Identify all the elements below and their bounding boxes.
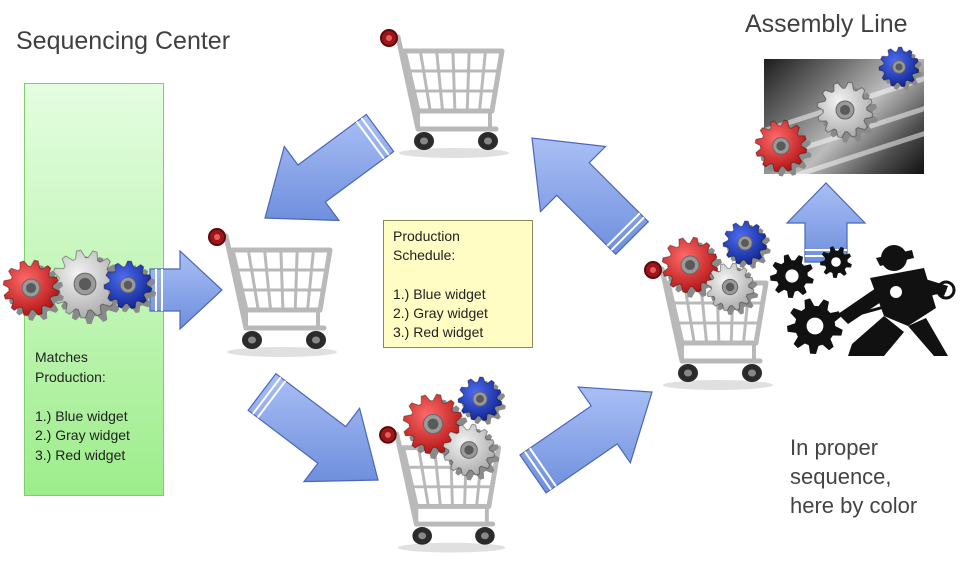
gear-icon-blue-assembly: [878, 46, 923, 91]
production-schedule-text: Production Schedule: 1.) Blue widget 2.)…: [393, 228, 488, 341]
gear-icon-black-3: [787, 298, 843, 354]
gear-icon-gray-right-cart: [705, 262, 759, 316]
gear-icon-blue-bottom-cart: [457, 376, 506, 425]
gear-icon-blue-right-cart: [722, 220, 771, 269]
gear-icon-black-1: [770, 254, 814, 298]
gear-icon-gray-assembly: [816, 81, 878, 143]
matches-production-text: Matches Production: 1.) Blue widget 2.) …: [35, 349, 130, 463]
sequence-note: In proper sequence, here by color: [790, 435, 918, 518]
arrow-left-to-bottom: [247, 372, 379, 483]
shopping-cart-icon-left: [208, 228, 337, 357]
shopping-cart-icon-top: [380, 29, 509, 158]
arrow-right-to-top: [531, 137, 650, 256]
assembly-line-title: Assembly Line: [745, 10, 908, 38]
sequencing-center-title: Sequencing Center: [16, 27, 231, 55]
arrow-bottom-to-right: [519, 386, 653, 494]
gear-icon-red-assembly: [754, 119, 812, 177]
gear-icon-blue-sequencing: [103, 260, 157, 314]
worker-with-gears-icon: [770, 245, 956, 356]
shopping-cart-icon-bottom: [379, 426, 506, 553]
arrow-to-assembly-line: [785, 182, 867, 263]
production-schedule-box: Production Schedule: 1.) Blue widget 2.)…: [383, 220, 533, 348]
gear-icon-black-2: [820, 246, 852, 278]
shopping-cart-icon-right: [644, 261, 773, 390]
arrow-to-cart-left: [149, 249, 223, 331]
gear-icon-gray-bottom-cart: [442, 423, 500, 481]
gear-icon-red-sequencing: [2, 259, 64, 321]
arrow-top-to-left: [264, 113, 395, 222]
